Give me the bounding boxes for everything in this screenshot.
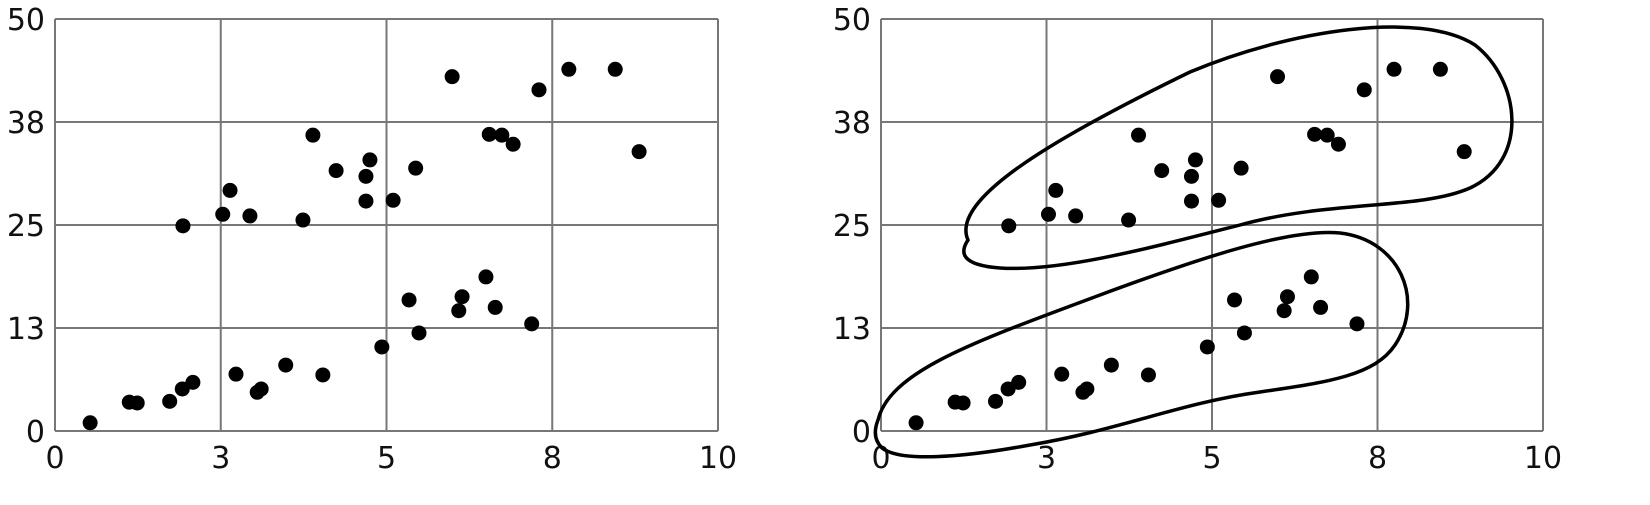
- data-point: [607, 61, 623, 77]
- data-point: [1319, 127, 1335, 143]
- data-point: [1211, 192, 1227, 208]
- y-tick-label: 0: [852, 415, 871, 450]
- data-point: [1330, 136, 1346, 152]
- y-tick-label: 50: [7, 3, 45, 38]
- data-point: [1270, 69, 1286, 85]
- data-point: [487, 299, 503, 315]
- data-point: [1140, 367, 1156, 383]
- data-point: [1103, 357, 1119, 373]
- data-point: [631, 144, 647, 160]
- data-point: [215, 206, 231, 222]
- data-point: [1054, 366, 1070, 382]
- data-point: [955, 395, 971, 411]
- data-point: [305, 127, 321, 143]
- data-point: [1356, 82, 1372, 98]
- upper-cluster-loop: [962, 25, 1514, 271]
- data-point: [1307, 126, 1323, 142]
- data-point: [1386, 61, 1402, 77]
- data-point: [1313, 299, 1329, 315]
- data-point: [162, 393, 178, 409]
- data-point: [444, 69, 460, 85]
- data-point: [1303, 269, 1319, 285]
- data-point: [401, 292, 417, 308]
- data-point: [1001, 218, 1017, 234]
- data-point: [908, 415, 924, 431]
- data-point: [1048, 182, 1064, 198]
- data-point: [1456, 144, 1472, 160]
- data-point: [1183, 168, 1199, 184]
- data-point: [82, 415, 98, 431]
- y-tick-label: 38: [833, 106, 871, 141]
- data-point: [524, 316, 540, 332]
- data-point: [185, 374, 201, 390]
- y-tick-label: 38: [7, 106, 45, 141]
- data-point: [1227, 292, 1243, 308]
- data-point: [315, 367, 331, 383]
- data-point: [1068, 208, 1084, 224]
- x-tick-label: 10: [699, 441, 737, 476]
- data-point: [408, 160, 424, 176]
- data-point: [1432, 61, 1448, 77]
- x-tick-label: 5: [1202, 441, 1221, 476]
- data-point: [1121, 212, 1137, 228]
- data-point: [1236, 325, 1252, 341]
- data-point: [242, 208, 258, 224]
- data-point: [1349, 316, 1365, 332]
- data-point: [1279, 289, 1295, 305]
- x-tick-label: 5: [377, 441, 396, 476]
- data-point: [374, 339, 390, 355]
- data-point: [228, 366, 244, 382]
- data-point: [295, 212, 311, 228]
- data-point: [129, 395, 145, 411]
- data-point: [1183, 193, 1199, 209]
- data-point: [1154, 163, 1170, 179]
- y-tick-label: 25: [833, 209, 871, 244]
- x-tick-label: 8: [543, 441, 562, 476]
- data-point: [253, 381, 269, 397]
- data-point: [561, 61, 577, 77]
- data-point: [1187, 152, 1203, 168]
- data-point: [481, 126, 497, 142]
- x-tick-label: 3: [211, 441, 230, 476]
- data-point: [478, 269, 494, 285]
- data-point: [358, 168, 374, 184]
- data-point: [358, 193, 374, 209]
- data-point: [385, 192, 401, 208]
- data-point: [1131, 127, 1147, 143]
- data-point: [1079, 381, 1095, 397]
- data-point: [1233, 160, 1249, 176]
- data-point: [494, 127, 510, 143]
- x-tick-label: 3: [1037, 441, 1056, 476]
- data-point: [1011, 374, 1027, 390]
- data-point: [1276, 303, 1292, 319]
- data-point: [1040, 206, 1056, 222]
- data-point: [454, 289, 470, 305]
- data-point: [175, 218, 191, 234]
- y-tick-label: 13: [833, 312, 871, 347]
- data-point: [505, 136, 521, 152]
- x-tick-label: 10: [1524, 441, 1562, 476]
- data-point: [278, 357, 294, 373]
- y-tick-label: 13: [7, 312, 45, 347]
- lower-cluster-loop: [873, 230, 1410, 459]
- x-tick-label: 8: [1368, 441, 1387, 476]
- data-point: [362, 152, 378, 168]
- data-point: [328, 163, 344, 179]
- scatter-plot-left: 0 3 5 8 10 0 13 25 38 50: [7, 3, 737, 476]
- y-tick-label: 50: [833, 3, 871, 38]
- data-point: [988, 393, 1004, 409]
- data-point: [222, 182, 238, 198]
- data-point: [451, 303, 467, 319]
- data-point: [1199, 339, 1215, 355]
- x-tick-label: 0: [45, 441, 64, 476]
- y-tick-label: 0: [26, 415, 45, 450]
- data-point: [531, 82, 547, 98]
- data-point: [411, 325, 427, 341]
- y-tick-label: 25: [7, 209, 45, 244]
